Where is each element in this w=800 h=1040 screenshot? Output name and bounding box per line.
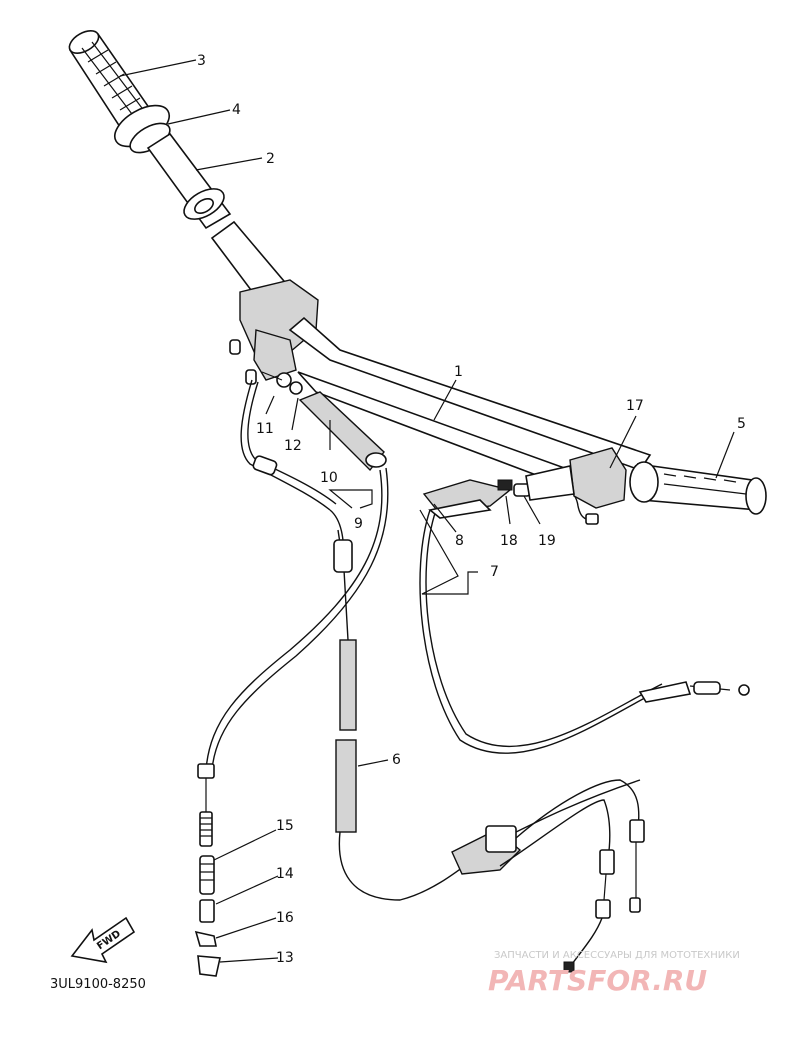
watermark: ЗАПЧАСТИ И АКСЕССУАРЫ ДЛЯ МОТОТЕХНИКИ PA… [488, 950, 740, 997]
callout-13: 13 [276, 950, 294, 966]
cable-end-parts [194, 811, 221, 977]
cable-6 [333, 529, 641, 901]
throttle-housing [298, 391, 387, 472]
callout-18: 18 [500, 533, 518, 549]
forward-direction-arrow: FWD [70, 916, 136, 964]
throttle-cable-long [197, 467, 389, 812]
right-cable-ends [563, 819, 645, 973]
callout-7: 7 [490, 564, 499, 580]
cable-7 [419, 509, 750, 754]
callout-2: 2 [266, 151, 275, 167]
callout-10: 10 [320, 470, 338, 486]
drawing-code: 3UL9100-8250 [50, 977, 146, 992]
callout-labels: 1 2 3 4 5 6 7 8 9 10 11 12 13 14 15 16 1… [197, 53, 746, 966]
callout-15: 15 [276, 818, 294, 834]
watermark-brand: PARTSFOR.RU [488, 964, 707, 997]
cable-junction [451, 779, 640, 875]
watermark-tagline: ЗАПЧАСТИ И АКСЕССУАРЫ ДЛЯ МОТОТЕХНИКИ [494, 950, 740, 961]
callout-19: 19 [538, 533, 556, 549]
callout-8: 8 [455, 533, 464, 549]
fasteners-11-12 [229, 339, 303, 395]
left-grip [68, 30, 154, 132]
callout-12: 12 [284, 438, 302, 454]
right-switch-housing [525, 447, 627, 509]
callout-9: 9 [354, 516, 363, 532]
throttle-cable [240, 379, 345, 561]
right-grip [629, 461, 767, 515]
callout-17: 17 [626, 398, 644, 414]
grip-collar [114, 104, 171, 154]
callout-5: 5 [737, 416, 746, 432]
callout-4: 4 [232, 102, 241, 118]
leader-lines [119, 59, 735, 963]
callout-16: 16 [276, 910, 294, 926]
callout-3: 3 [197, 53, 206, 69]
callout-11: 11 [256, 421, 274, 437]
lever-bracket [422, 479, 599, 525]
callout-1: 1 [454, 364, 463, 380]
callout-14: 14 [276, 866, 294, 882]
callout-6: 6 [392, 752, 401, 768]
